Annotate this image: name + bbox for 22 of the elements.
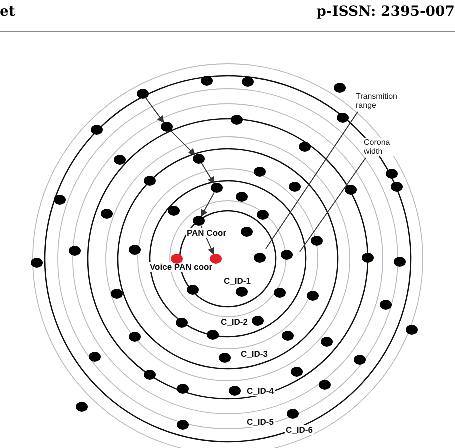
node-caption: Voice PAN coor [149, 262, 214, 272]
ring-label: C_ID-4 [246, 386, 275, 396]
arrow [201, 162, 215, 184]
coordinator-dot [171, 254, 183, 264]
node-caption: PAN Coor [186, 228, 228, 238]
leader-line [300, 158, 366, 252]
header-text: et [0, 4, 16, 20]
node-dot [137, 89, 149, 99]
ring-label: C_ID-3 [240, 349, 269, 359]
arrow [170, 130, 196, 156]
arrow [201, 192, 215, 218]
node-dot [211, 183, 223, 193]
header-text: p-ISSN: 2395-007 [316, 4, 455, 20]
ring-label: C_ID-2 [220, 317, 249, 327]
ring-label: C_ID-6 [285, 425, 314, 435]
node-dot [193, 216, 205, 226]
node-dot [161, 122, 173, 132]
ring-label: C_ID-5 [246, 417, 275, 427]
node-dot [193, 154, 205, 164]
ring-label: C_ID-1 [223, 276, 252, 286]
arrow [146, 98, 164, 124]
coordinator-dot [210, 254, 222, 264]
